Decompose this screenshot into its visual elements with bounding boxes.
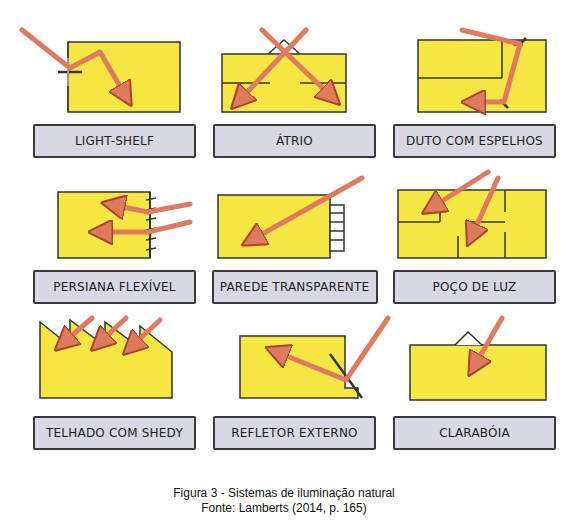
label-box: DUTO COM ESPELHOS [393,124,556,158]
system-name: DUTO COM ESPELHOS [406,134,543,148]
system-name: POÇO DE LUZ [432,280,516,294]
figure-caption: Figura 3 - Sistemas de iluminação natura… [0,486,568,500]
label-box: PERSIANA FLEXÍVEL [33,270,196,304]
label-box: CLARABÓIA [393,416,556,450]
label-box: PAREDE TRANSPARENTE [212,270,378,304]
system-name: REFLETOR EXTERNO [231,426,357,440]
label-box: LIGHT-SHELF [33,124,196,158]
label-box: ÁTRIO [213,124,376,158]
system-name: TELHADO COM SHEDY [46,426,183,440]
system-name: PERSIANA FLEXÍVEL [53,280,175,294]
system-name: ÁTRIO [276,134,313,148]
system-name: LIGHT-SHELF [75,134,154,148]
label-box: TELHADO COM SHEDY [33,416,196,450]
source-note: Fonte: Lamberts (2014, p. 165) [0,501,568,515]
label-box: REFLETOR EXTERNO [213,416,376,450]
system-name: CLARABÓIA [439,426,510,440]
label-box: POÇO DE LUZ [393,270,556,304]
system-name: PAREDE TRANSPARENTE [220,280,370,294]
